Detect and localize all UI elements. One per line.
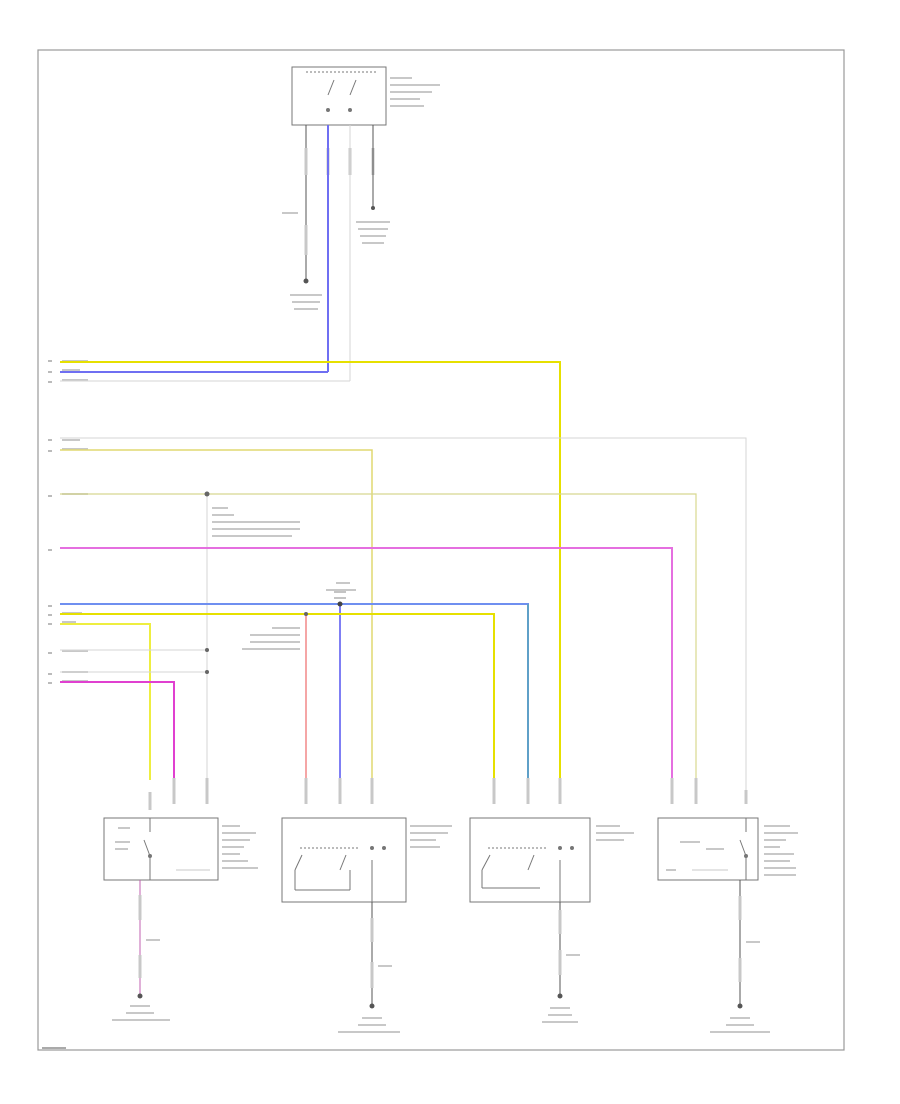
module-1 — [103, 817, 258, 881]
splice-icon-4 — [205, 670, 209, 674]
diagram-border — [37, 49, 845, 1051]
ground-icon — [290, 278, 322, 310]
top-switch — [291, 66, 440, 126]
splice-icon-2 — [304, 612, 308, 616]
wire-olive-1 — [60, 493, 697, 780]
ground-lead-tags — [146, 939, 760, 967]
switch-icon — [306, 71, 376, 112]
top-switch-label-lines — [390, 77, 440, 107]
splice-icon — [204, 491, 210, 497]
module-2 — [281, 817, 452, 903]
left-pin-numbers — [48, 360, 52, 684]
ground-lead-labels — [138, 895, 742, 988]
module-3 — [469, 817, 634, 903]
junction-label — [326, 582, 356, 591]
ground-icon — [542, 993, 578, 1023]
wire-white-2 — [60, 437, 747, 790]
splice-label-2 — [242, 627, 300, 650]
connector-icon — [356, 206, 390, 244]
splice-label — [212, 507, 300, 537]
switch-icon — [294, 846, 386, 902]
connector-stubs — [148, 778, 748, 810]
module-4-label — [764, 825, 798, 876]
wire-yellow-2 — [60, 449, 373, 780]
wire-yellow-3 — [60, 613, 495, 780]
wire-label-stack — [304, 148, 375, 255]
module-1-label — [222, 825, 258, 869]
switch-icon — [115, 818, 210, 880]
wire-yellow-4 — [60, 623, 151, 780]
wire-magenta-2 — [60, 681, 175, 780]
ground-icon — [710, 1003, 770, 1033]
wire-lightblue-1 — [60, 603, 529, 780]
wire-magenta-1 — [60, 547, 673, 780]
module-4 — [657, 817, 798, 881]
module-2-label — [410, 825, 452, 848]
switch-icon — [666, 818, 748, 880]
ground-icon — [112, 993, 170, 1021]
wire-yellow-1 — [60, 361, 561, 780]
module-3-label — [596, 825, 634, 841]
ground-icon — [338, 1003, 400, 1033]
switch-icon — [481, 846, 574, 902]
junction-icon — [334, 591, 346, 607]
splice-icon-3 — [205, 648, 209, 652]
left-wire-labels — [62, 360, 92, 682]
